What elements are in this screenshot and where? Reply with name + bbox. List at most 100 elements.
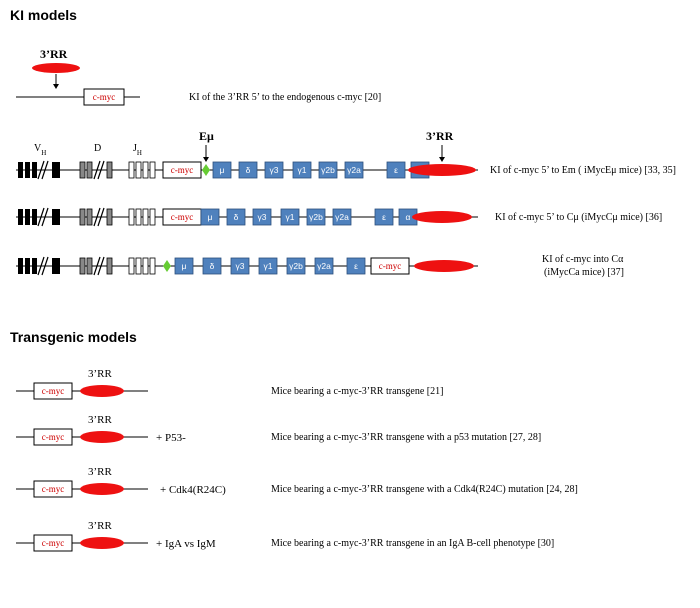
constant-segment xyxy=(212,161,232,179)
j-segment xyxy=(142,208,149,226)
rr-arrowhead xyxy=(439,157,445,162)
emu-label: Eμ xyxy=(199,129,214,143)
constant-segment-label: γ1 xyxy=(286,212,295,222)
constant-segment xyxy=(292,161,312,179)
emu-arrowhead xyxy=(203,157,209,162)
constant-segment-label: γ2a xyxy=(317,261,331,271)
constant-segment xyxy=(314,257,334,275)
break-slash xyxy=(97,207,105,227)
cmyc-box xyxy=(370,257,410,275)
d-segment xyxy=(86,208,93,226)
break-slash xyxy=(93,207,101,227)
d-segment xyxy=(106,257,113,275)
d-segment xyxy=(79,257,86,275)
constant-segment xyxy=(344,161,364,179)
rr-enhancer xyxy=(80,537,124,549)
transgenic-model-3: 3’RRc-myc+ Cdk4(R24C)Mice bearing a c-my… xyxy=(16,466,578,498)
rr-label-top: 3’RR xyxy=(426,129,454,143)
d-segment xyxy=(86,257,93,275)
rr-label: 3’RR xyxy=(88,414,113,426)
constant-segment-label: γ3 xyxy=(258,212,267,222)
d-segment xyxy=(106,161,113,179)
additional-factor: + P53- xyxy=(156,432,186,444)
constant-segment-label: μ xyxy=(220,165,225,175)
break-slash xyxy=(41,256,49,276)
rr-enhancer xyxy=(80,385,124,397)
break-slash xyxy=(93,160,101,180)
break-slash xyxy=(93,256,101,276)
constant-segment-label: γ1 xyxy=(264,261,273,271)
emu-enhancer xyxy=(163,260,171,272)
d-segment xyxy=(79,161,86,179)
cmyc-box xyxy=(33,428,73,446)
ki-desc-2: KI of c-myc 5’ to Em ( iMycEμ mice) [33,… xyxy=(490,165,676,176)
constant-segment-label: γ3 xyxy=(236,261,245,271)
constant-segment xyxy=(346,257,366,275)
transgenic-model-2: 3’RRc-myc+ P53-Mice bearing a c-myc-3’RR… xyxy=(16,414,541,446)
ki-desc-4-line1: KI of c-myc into Cα xyxy=(542,254,624,265)
transgenic-desc-3: Mice bearing a c-myc-3’RR transgene with… xyxy=(271,484,578,495)
constant-segment xyxy=(252,208,272,226)
break-slash xyxy=(37,160,45,180)
vh-label: VH xyxy=(34,143,46,157)
v-segment xyxy=(32,258,37,274)
j-segment xyxy=(149,208,156,226)
j-segment xyxy=(135,257,142,275)
d-segment xyxy=(106,208,113,226)
constant-segment xyxy=(386,161,406,179)
d-segment xyxy=(86,161,93,179)
constant-segment xyxy=(174,257,194,275)
constant-segment xyxy=(280,208,300,226)
break-slash xyxy=(41,160,49,180)
j-segment xyxy=(128,208,135,226)
additional-factor: + IgA vs IgM xyxy=(156,538,216,550)
constant-segment-label: γ1 xyxy=(298,165,307,175)
ki-desc-4-line2: (iMycCa mice) [37] xyxy=(544,267,624,278)
cmyc-label: c-myc xyxy=(171,212,194,222)
j-segment xyxy=(128,161,135,179)
rr-enhancer xyxy=(412,211,472,223)
v-segment xyxy=(18,209,23,225)
constant-segment-label: ε xyxy=(394,165,398,175)
constant-segment xyxy=(306,208,326,226)
constant-segment-label: μ xyxy=(182,261,187,271)
rr-label: 3’RR xyxy=(88,520,113,532)
transgenic-desc-4: Mice bearing a c-myc-3’RR transgene in a… xyxy=(271,538,554,549)
cmyc-box xyxy=(33,534,73,552)
j-segment xyxy=(142,257,149,275)
constant-segment xyxy=(286,257,306,275)
ki-desc-3: KI of c-myc 5’ to Cμ (iMycCμ mice) [36] xyxy=(495,212,662,223)
j-segment xyxy=(142,161,149,179)
constant-segment-label: α xyxy=(406,212,411,222)
v-segment xyxy=(25,258,30,274)
v-segment xyxy=(52,258,60,274)
d-label: D xyxy=(94,143,101,154)
constant-segment-label: γ2b xyxy=(309,212,323,222)
break-slash xyxy=(41,207,49,227)
cmyc-box xyxy=(33,480,73,498)
cmyc-box xyxy=(83,88,125,106)
rr-enhancer xyxy=(32,63,80,73)
constant-segment xyxy=(226,208,246,226)
v-segment xyxy=(52,162,60,178)
cmyc-box xyxy=(33,382,73,400)
j-segment xyxy=(135,208,142,226)
constant-segment-label: γ2b xyxy=(289,261,303,271)
constant-segment xyxy=(258,257,278,275)
j-segment xyxy=(149,257,156,275)
rr-enhancer xyxy=(414,260,474,272)
constant-segment-label: ε xyxy=(354,261,358,271)
constant-segment-label: ε xyxy=(382,212,386,222)
cmyc-label: c-myc xyxy=(171,165,194,175)
constant-segment xyxy=(238,161,258,179)
constant-segment xyxy=(202,257,222,275)
constant-segment xyxy=(374,208,394,226)
additional-factor: + Cdk4(R24C) xyxy=(160,484,226,496)
cmyc-label: c-myc xyxy=(379,261,402,271)
v-segment xyxy=(25,209,30,225)
v-segment xyxy=(18,258,23,274)
cmyc-label: c-myc xyxy=(42,432,65,442)
